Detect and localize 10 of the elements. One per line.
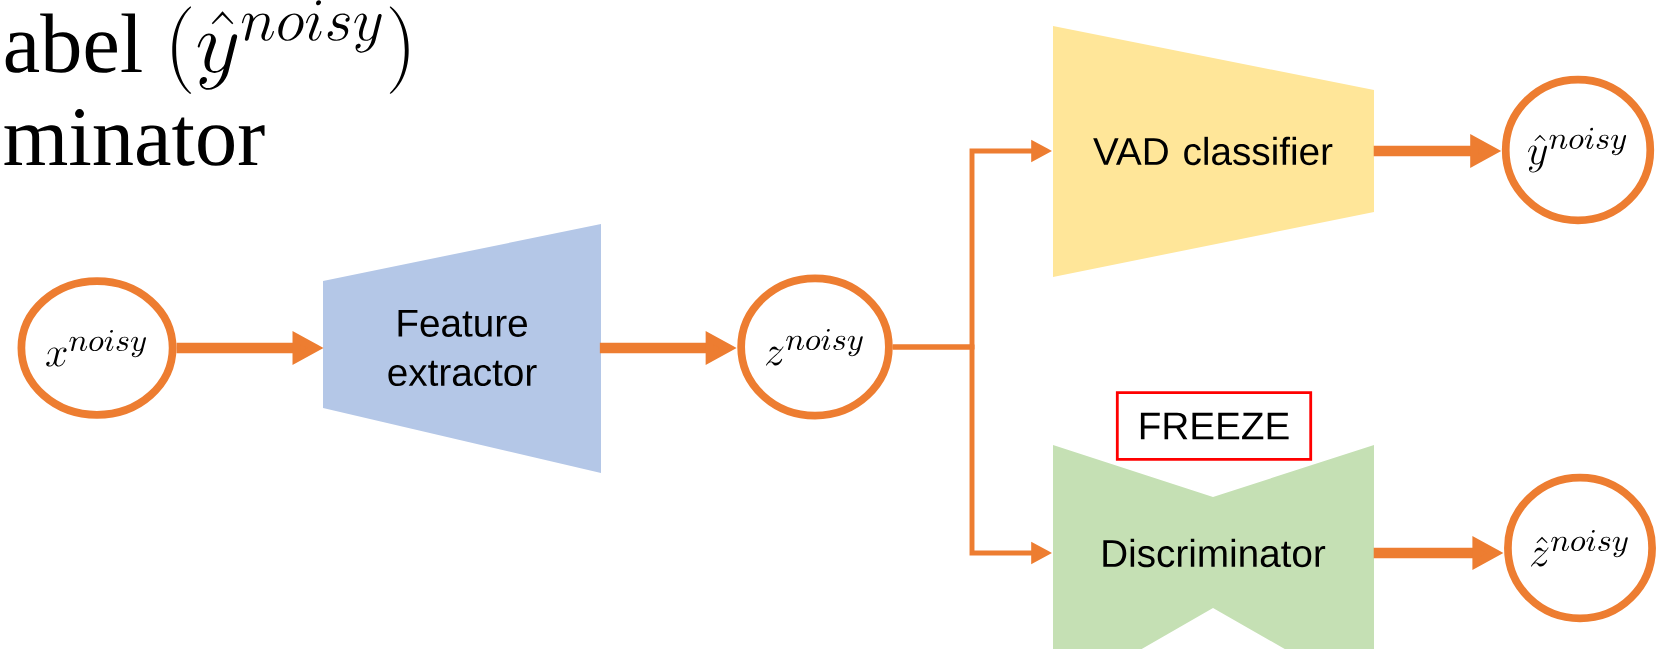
bowtie-block: Discriminator <box>1053 445 1374 649</box>
circle-node: $\hat{z}^{noisy}$ <box>1504 473 1656 623</box>
circle-node: $z^{noisy}$ <box>737 274 893 420</box>
trapezoid-block: VAD classifier <box>1053 26 1374 277</box>
tag-box: FREEZE <box>1115 391 1313 461</box>
trapezoid-block: Feature extractor <box>323 224 601 473</box>
circle-node: $x^{noisy}$ <box>17 277 177 419</box>
title-text: $\textrm{minator}$ <box>4 109 265 166</box>
title-text: $\textrm{abel }(\hat{y}^{noisy})$ <box>5 0 409 94</box>
circle-node: $\hat{y}^{noisy}$ <box>1501 75 1655 225</box>
